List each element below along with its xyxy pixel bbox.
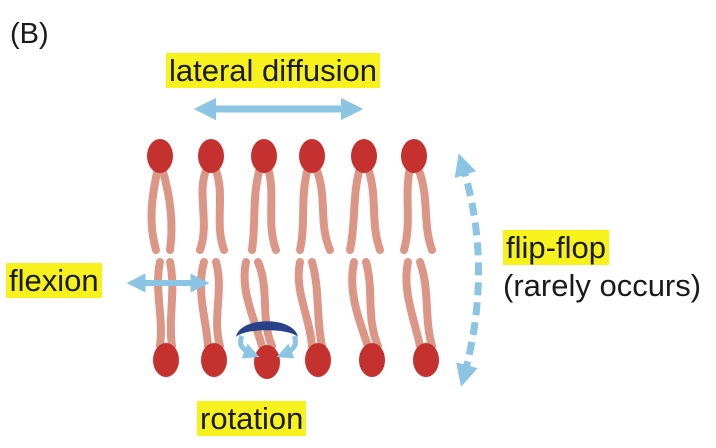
lateral-diffusion-label: lateral diffusion [166, 53, 380, 88]
lipid-tail [196, 164, 211, 254]
lipid-tail [264, 164, 280, 254]
lipid-head [305, 343, 331, 377]
lipid-tail [248, 164, 264, 254]
panel-label: (B) [10, 18, 49, 50]
flexion-text: flexion [6, 263, 102, 298]
lipid-tail [158, 164, 176, 254]
rotation-arc [236, 321, 298, 337]
lipid-tail [346, 164, 364, 254]
rotation-text: rotation [197, 401, 307, 436]
lipid-head [147, 139, 173, 173]
lipid-head [198, 139, 224, 173]
flip-flop-arrow [454, 153, 482, 387]
lipid-tail [312, 164, 334, 254]
flip-flop-note: (rarely occurs) [503, 268, 702, 303]
lipid-tail [296, 164, 312, 254]
lipid-tail [348, 258, 372, 350]
lipid-tail [362, 258, 382, 350]
lipid-head [153, 343, 179, 377]
lipid-tail [308, 258, 326, 350]
lipid-tail [212, 258, 224, 350]
lipid-head [401, 139, 427, 173]
lipid-tail [166, 258, 177, 350]
lipid-head [254, 345, 280, 379]
lipid-tail [154, 258, 165, 350]
rotation-arrow-right [276, 334, 299, 359]
lipid-tail [416, 258, 436, 350]
lipid-head [351, 139, 377, 173]
lipid-tail [294, 258, 316, 350]
lateral-diffusion-text: lateral diffusion [166, 53, 380, 88]
flip-flop-text: flip-flop [503, 230, 609, 265]
lipid-heads [147, 139, 439, 379]
lipid-head [413, 343, 439, 377]
rotation-arrow-left [237, 334, 260, 359]
lipid-tail [240, 258, 266, 350]
lipid-tail [254, 258, 276, 350]
lipid-head [251, 139, 277, 173]
lipid-tail [400, 164, 414, 254]
lipid-head [359, 343, 385, 377]
lipid-head [201, 343, 227, 377]
lipid-head [299, 139, 325, 173]
flexion-label: flexion [6, 263, 102, 298]
lipid-tails [147, 164, 436, 350]
lipid-tail [414, 164, 436, 254]
lipid-tail [196, 258, 212, 350]
flip-flop-label: flip-flop [503, 230, 609, 265]
lipid-tail [364, 164, 384, 254]
rotation-label: rotation [197, 401, 307, 436]
lipid-tail [211, 164, 228, 254]
lipid-tail [147, 164, 162, 254]
lipid-tail [402, 258, 424, 350]
